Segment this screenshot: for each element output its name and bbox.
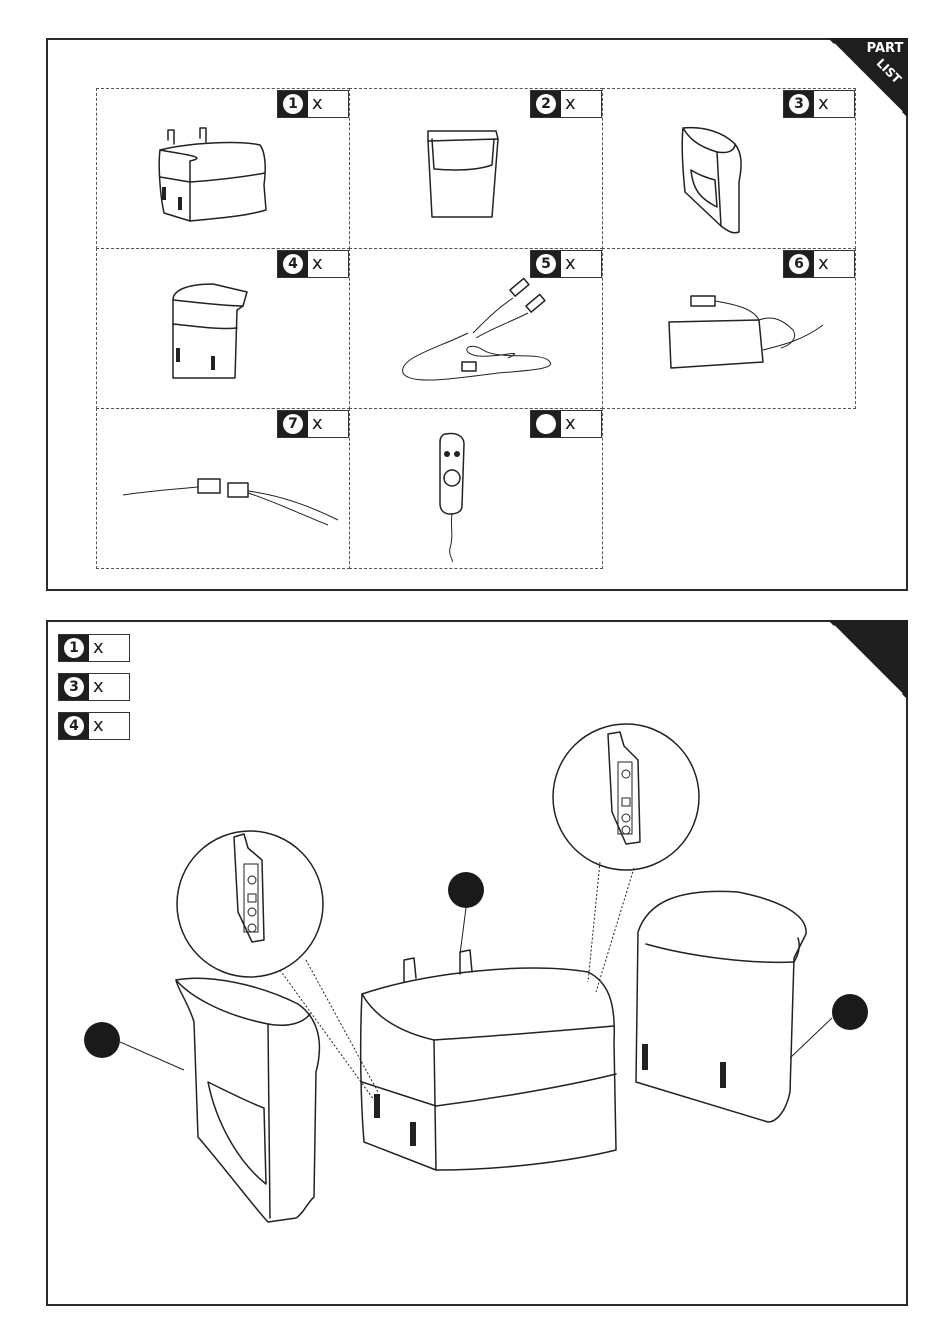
part-quantity-2: x xyxy=(561,91,601,117)
part-number-2: 2 xyxy=(536,94,556,114)
motor-cable-illustration xyxy=(398,278,568,388)
part-number-3: 3 xyxy=(789,94,809,114)
corner-label-part: PART xyxy=(867,41,904,56)
part-quantity-3: x xyxy=(814,91,854,117)
power-adapter-illustration xyxy=(663,290,843,380)
part-number-1: 1 xyxy=(283,94,303,114)
armrest-bracket-illustration xyxy=(163,280,253,390)
part-quantity-6: x xyxy=(814,251,854,277)
backrest-illustration xyxy=(418,125,508,225)
bracket-detail-left xyxy=(177,831,323,977)
assembly-illustration xyxy=(48,622,910,1308)
callout-left-armrest xyxy=(84,1022,120,1058)
part-quantity-1: x xyxy=(308,91,348,117)
part-number-7: 7 xyxy=(283,414,303,434)
seat-base xyxy=(361,950,616,1170)
part-number-8-blank xyxy=(536,414,556,434)
part-tag-8: x xyxy=(530,410,602,438)
callout-seat-base xyxy=(448,872,484,908)
part-number-6: 6 xyxy=(789,254,809,274)
part-quantity-8: x xyxy=(561,411,601,437)
part-quantity-5: x xyxy=(561,251,601,277)
part-quantity-4: x xyxy=(308,251,348,277)
part-number-4: 4 xyxy=(283,254,303,274)
left-armrest xyxy=(176,978,319,1222)
seat-base-illustration xyxy=(148,125,278,235)
bracket-detail-right xyxy=(553,724,699,870)
right-armrest xyxy=(636,891,806,1122)
extension-cable-illustration xyxy=(118,465,358,535)
armrest-pocket-illustration xyxy=(673,122,753,237)
callout-right-armrest xyxy=(832,994,868,1030)
part-quantity-7: x xyxy=(308,411,348,437)
part-number-5: 5 xyxy=(536,254,556,274)
hand-remote-illustration xyxy=(428,430,478,565)
